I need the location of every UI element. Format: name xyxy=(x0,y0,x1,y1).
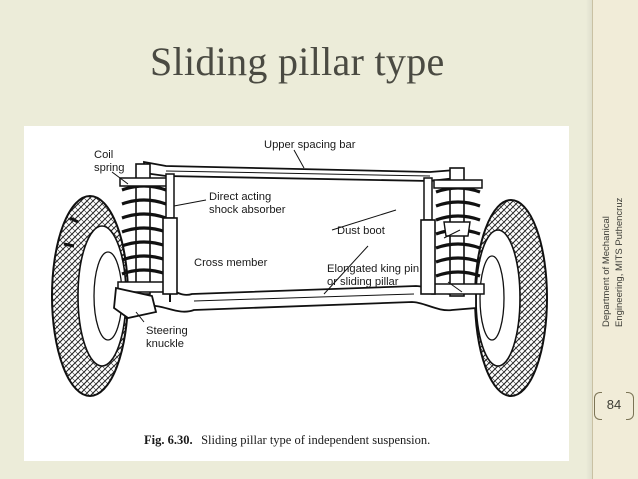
leader-lines xyxy=(111,149,463,323)
label-spring: spring xyxy=(94,162,124,174)
label-steering: Steering xyxy=(146,325,188,337)
suspension-figure: Upper spacing bar Coil spring Direct act… xyxy=(24,126,569,461)
page-number: 84 xyxy=(606,397,622,412)
left-wheel xyxy=(51,195,129,397)
label-coil: Coil xyxy=(94,149,113,161)
right-dust-boot xyxy=(443,221,471,237)
label-upper-spacing-bar: Upper spacing bar xyxy=(264,139,356,151)
department-footer: Department of Mechanical Engineering, MI… xyxy=(596,198,636,328)
department-line-1: Department of Mechanical xyxy=(601,216,612,327)
left-steering-knuckle xyxy=(113,286,158,319)
right-wheel xyxy=(474,199,548,397)
caption-text: Sliding pillar type of independent suspe… xyxy=(201,433,430,447)
cross-member xyxy=(125,283,477,313)
upper-spacing-bar xyxy=(143,160,457,182)
page-number-bracket-left xyxy=(594,392,602,420)
label-dust-boot: Dust boot xyxy=(337,225,386,237)
department-line-2: Engineering, MITS Puthencruz xyxy=(614,197,625,327)
label-direct-acting: Direct acting xyxy=(209,191,271,203)
figure-caption: Fig. 6.30. Sliding pillar type of indepe… xyxy=(144,431,430,448)
suspension-diagram: Upper spacing bar Coil spring Direct act… xyxy=(51,139,548,448)
label-shock-absorber: shock absorber xyxy=(209,204,286,216)
page-number-bracket-right xyxy=(626,392,634,420)
slide-title: Sliding pillar type xyxy=(150,39,445,84)
label-cross-member: Cross member xyxy=(194,257,268,269)
label-sliding-pillar: or sliding pillar xyxy=(327,276,399,288)
label-knuckle: knuckle xyxy=(146,338,184,350)
sidebar-panel xyxy=(586,0,638,479)
left-shock-absorber xyxy=(162,173,178,302)
caption-number: Fig. 6.30. xyxy=(144,433,193,447)
label-elongated-king-pin: Elongated king pin xyxy=(327,263,419,275)
right-shock-absorber xyxy=(420,177,436,295)
